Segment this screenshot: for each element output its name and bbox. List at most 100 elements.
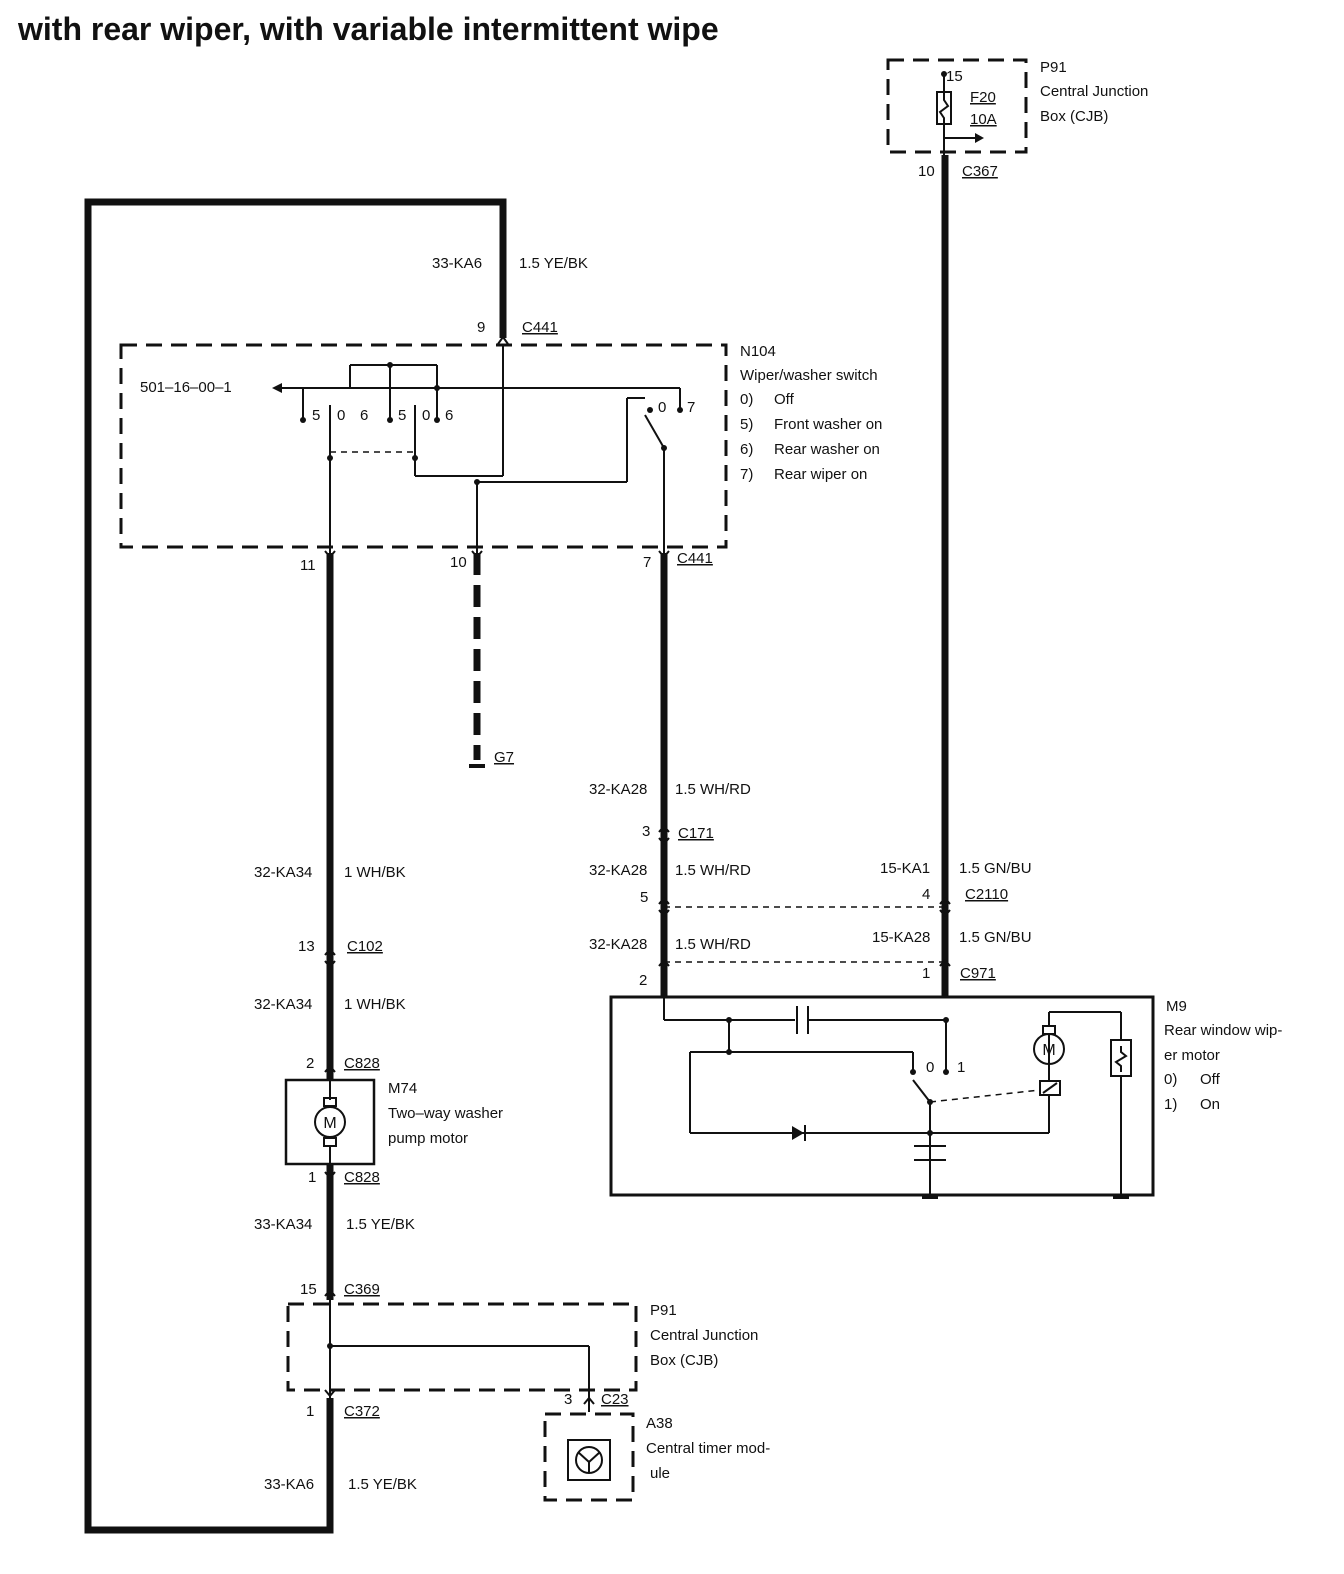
contact-label: 0 (658, 399, 666, 416)
wire-code: 15-KA1 (880, 860, 930, 877)
position-num: 5) (740, 416, 753, 433)
cjb-bottom-id: P91 (650, 1302, 677, 1319)
fuse-rating-label: 10A (970, 111, 997, 128)
rear-motor-symbol: M (1042, 1042, 1055, 1059)
switch-in-connector: C441 (522, 319, 558, 336)
rear-motor-name-line2: er motor (1164, 1047, 1220, 1064)
connector-pin: 3 (564, 1391, 572, 1408)
rear-motor-id: M9 (1166, 998, 1187, 1015)
switch-outline (119, 343, 728, 549)
timer-name-line2: ule (650, 1465, 670, 1482)
connector-pin: 1 (922, 965, 930, 982)
washer-pump-motor: M M74 Two–way washer pump motor (284, 1078, 503, 1166)
connector-id: C372 (344, 1403, 380, 1420)
wire-spec: 1 WH/BK (344, 996, 406, 1013)
fuse-box-top-name-line1: Central Junction (1040, 83, 1148, 100)
timer-icon (567, 1439, 611, 1481)
rear-position-num: 0) (1164, 1071, 1177, 1088)
wire-spec: 1.5 WH/RD (675, 936, 751, 953)
connector-id: C369 (344, 1281, 380, 1298)
fuse-box-top: 15 F20 10A P91 Central Junction Box (CJB… (886, 58, 1148, 180)
diode-icon (792, 1126, 804, 1140)
switch-out-pin: 10 (450, 554, 467, 571)
wire-code: 32-KA28 (589, 781, 647, 798)
switch-name: Wiper/washer switch (740, 367, 878, 384)
fuse-box-top-name-line2: Box (CJB) (1040, 108, 1108, 125)
wire-code: 33-KA34 (254, 1216, 312, 1233)
switch-in-pin: 9 (477, 319, 485, 336)
position-desc: Off (774, 391, 795, 408)
fuse-box-top-id: P91 (1040, 59, 1067, 76)
rear-position-desc: On (1200, 1096, 1220, 1113)
position-desc: Rear wiper on (774, 466, 867, 483)
connector-pin: 13 (298, 938, 315, 955)
wire-code: 32-KA34 (254, 864, 312, 881)
pump-motor-name-line1: Two–way washer (388, 1105, 503, 1122)
contact-label: 0 (422, 407, 430, 424)
ground-label: G7 (494, 749, 514, 766)
fuse-pin-label: 15 (946, 68, 963, 85)
contact-label: 6 (360, 407, 368, 424)
connector-id: C171 (678, 825, 714, 842)
timer-name-line1: Central timer mod- (646, 1440, 770, 1457)
connector-id: C102 (347, 938, 383, 955)
rear-position-desc: Off (1200, 1071, 1221, 1088)
rear-position-num: 1) (1164, 1096, 1177, 1113)
contact-label: 0 (337, 407, 345, 424)
contact-label: 7 (687, 399, 695, 416)
wire-code: 32-KA28 (589, 936, 647, 953)
arrow-left-icon (272, 383, 282, 393)
contact-label: 6 (445, 407, 453, 424)
wire-loop-left (84, 198, 507, 1534)
page-title: with rear wiper, with variable intermitt… (17, 11, 719, 47)
ground-g7: G7 (469, 749, 514, 768)
central-timer-module: A38 Central timer mod- ule (543, 1412, 770, 1502)
connector-pin: 2 (306, 1055, 314, 1072)
wire-code: 33-KA6 (432, 255, 482, 272)
wire-code: 32-KA34 (254, 996, 312, 1013)
fuse-box-top-outline (886, 58, 1028, 154)
connector-pin: 1 (306, 1403, 314, 1420)
rear-switch-label: 1 (957, 1059, 965, 1076)
connector-id: C2110 (965, 886, 1008, 903)
switch-out-pin: 7 (643, 554, 651, 571)
cjb-bottom: P91 Central Junction Box (CJB) (286, 1300, 758, 1412)
cjb-bottom-outline (286, 1302, 638, 1392)
wire-spec: 1.5 WH/RD (675, 862, 751, 879)
wire-code: 32-KA28 (589, 862, 647, 879)
connector-labels: 3 C171 5 4 C2110 2 1 C971 13 C102 2 C828… (298, 823, 1008, 1420)
position-num: 6) (740, 441, 753, 458)
wire-spec: 1.5 YE/BK (348, 1476, 417, 1493)
cjb-bottom-name-line1: Central Junction (650, 1327, 758, 1344)
arrow-right-icon (975, 133, 984, 143)
wire-labels: 33-KA6 1.5 YE/BK 32-KA28 1.5 WH/RD 32-KA… (254, 255, 1032, 1493)
timer-outline (543, 1412, 635, 1502)
rear-wiper-motor: M 0 1 M9 Rear window wip- er motor 0) Of… (609, 995, 1282, 1199)
wire-spec: 1.5 GN/BU (959, 860, 1032, 877)
connector-pin: 3 (642, 823, 650, 840)
pump-motor-name-line2: pump motor (388, 1130, 468, 1147)
rear-motor-outline (609, 995, 1155, 1197)
position-desc: Front washer on (774, 416, 882, 433)
position-num: 0) (740, 391, 753, 408)
position-desc: Rear washer on (774, 441, 880, 458)
timer-id: A38 (646, 1415, 673, 1432)
pump-motor-id: M74 (388, 1080, 417, 1097)
fuse-id-label: F20 (970, 89, 996, 106)
switch-out-connector: C441 (677, 550, 713, 567)
connector-pin: 4 (922, 886, 930, 903)
rear-motor-name-line1: Rear window wip- (1164, 1022, 1282, 1039)
switch-id: N104 (740, 343, 776, 360)
wire-spec: 1.5 WH/RD (675, 781, 751, 798)
rear-switch-label: 0 (926, 1059, 934, 1076)
connector-id: C23 (601, 1391, 629, 1408)
position-num: 7) (740, 466, 753, 483)
wire-spec: 1 WH/BK (344, 864, 406, 881)
contact-label: 5 (398, 407, 406, 424)
fuse-box-out-connector: C367 (962, 163, 998, 180)
wire-spec: 1.5 GN/BU (959, 929, 1032, 946)
wire-code: 33-KA6 (264, 1476, 314, 1493)
wire-spec: 1.5 YE/BK (346, 1216, 415, 1233)
pump-motor-symbol: M (323, 1115, 336, 1132)
contact-label: 5 (312, 407, 320, 424)
